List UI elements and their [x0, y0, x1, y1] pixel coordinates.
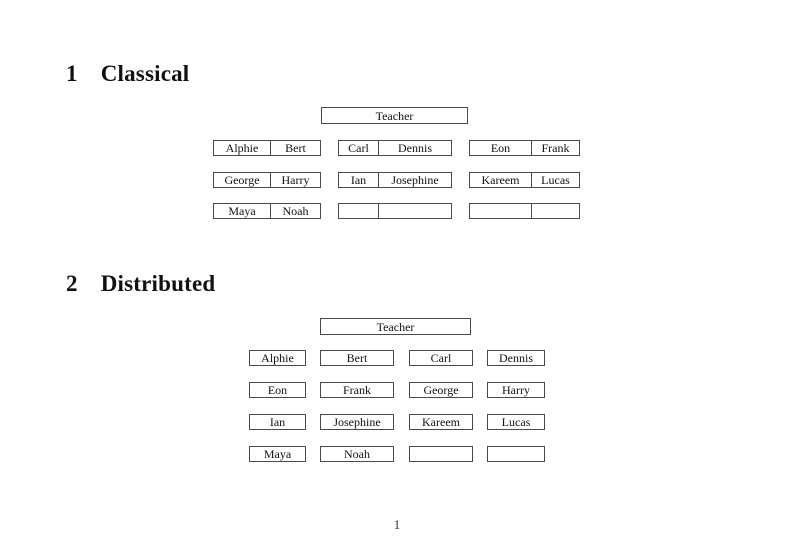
seat-alphie: Alphie: [249, 350, 306, 366]
seat-maya: Maya: [249, 446, 306, 462]
teacher-label: Teacher: [376, 319, 415, 334]
section-title: Classical: [100, 61, 190, 86]
desk-empty: [469, 203, 580, 219]
seat-cell: Lucas: [531, 173, 579, 187]
section-heading-distributed: 2 Distributed: [66, 272, 215, 295]
teacher-box-distributed: Teacher: [320, 318, 471, 335]
seat-cell: Frank: [531, 141, 579, 155]
seat-cell: Kareem: [481, 173, 520, 187]
seat-empty: [487, 446, 545, 462]
desk-kareem-lucas: Kareem Lucas: [469, 172, 580, 188]
section-number: 1: [66, 61, 78, 86]
seat-cell: Alphie: [225, 141, 259, 155]
seat-cell: Maya: [228, 204, 256, 218]
section-number: 2: [66, 271, 78, 296]
seat-cell: Josephine: [378, 173, 451, 187]
teacher-label: Teacher: [375, 108, 414, 123]
desk-george-harry: George Harry: [213, 172, 321, 188]
seat-cell: Bert: [270, 141, 320, 155]
desk-carl-dennis: Carl Dennis: [338, 140, 452, 156]
seat-cell: George: [224, 173, 260, 187]
seat-cell: Ian: [350, 173, 367, 187]
seat-cell-empty: [339, 204, 378, 218]
seat-harry: Harry: [487, 382, 545, 398]
seat-josephine: Josephine: [320, 414, 394, 430]
seat-carl: Carl: [409, 350, 473, 366]
seat-george: George: [409, 382, 473, 398]
seat-cell: Carl: [348, 141, 369, 155]
seat-cell-empty: [470, 204, 531, 218]
teacher-box-classical: Teacher: [321, 107, 468, 124]
seat-cell-empty: [378, 204, 451, 218]
seat-dennis: Dennis: [487, 350, 545, 366]
seat-noah: Noah: [320, 446, 394, 462]
seat-cell: Eon: [490, 141, 511, 155]
desk-ian-josephine: Ian Josephine: [338, 172, 452, 188]
desk-eon-frank: Eon Frank: [469, 140, 580, 156]
seat-empty: [409, 446, 473, 462]
seat-eon: Eon: [249, 382, 306, 398]
page-number: 1: [393, 517, 401, 532]
seat-cell: Dennis: [378, 141, 451, 155]
section-heading-classical: 1 Classical: [66, 62, 189, 85]
seat-bert: Bert: [320, 350, 394, 366]
seat-cell-empty: [531, 204, 579, 218]
seat-ian: Ian: [249, 414, 306, 430]
section-title: Distributed: [100, 271, 216, 296]
seat-lucas: Lucas: [487, 414, 545, 430]
desk-maya-noah: Maya Noah: [213, 203, 321, 219]
desk-empty: [338, 203, 452, 219]
seat-frank: Frank: [320, 382, 394, 398]
seat-cell: Harry: [270, 173, 320, 187]
desk-alphie-bert: Alphie Bert: [213, 140, 321, 156]
seat-kareem: Kareem: [409, 414, 473, 430]
seat-cell: Noah: [270, 204, 320, 218]
